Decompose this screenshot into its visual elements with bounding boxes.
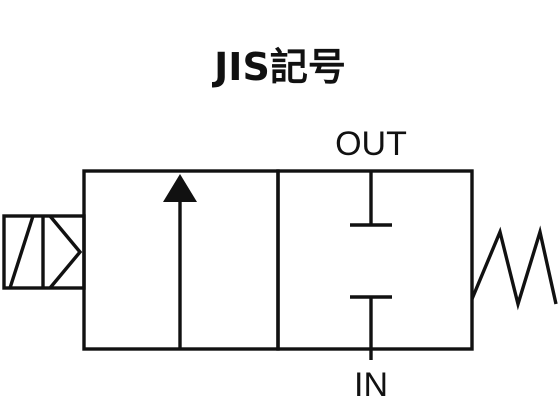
in-port-label: IN	[354, 366, 388, 404]
out-port-label: OUT	[335, 125, 407, 163]
flow-arrow	[163, 174, 197, 349]
diagram-title: JIS記号	[211, 45, 346, 89]
flow-arrow-head	[163, 174, 197, 202]
valve-position-right	[276, 169, 474, 351]
solenoid-coil-line	[8, 215, 35, 289]
blocked-ports	[350, 171, 392, 349]
solenoid-actuator	[2, 214, 86, 290]
valve-body	[82, 169, 474, 351]
return-spring	[470, 225, 558, 311]
solenoid-chevron	[48, 214, 83, 290]
